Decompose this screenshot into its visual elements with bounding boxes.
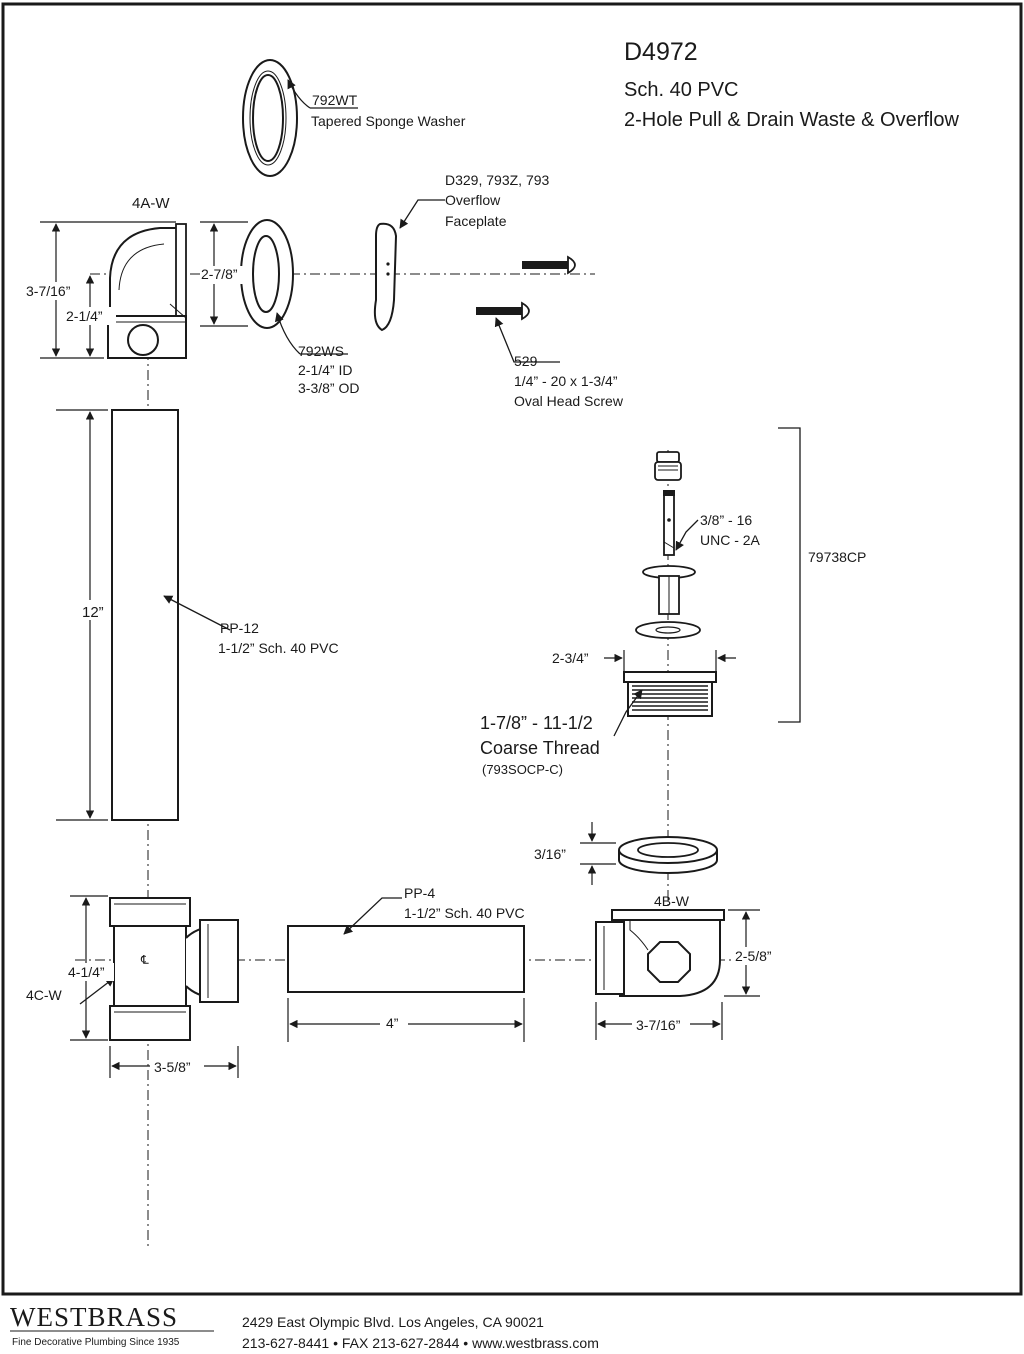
dim-elbow-height: 3-7/16” bbox=[26, 283, 71, 299]
stem-thread: 3/8” - 16 bbox=[700, 512, 752, 528]
part-792wt-name: Tapered Sponge Washer bbox=[311, 113, 466, 129]
faceplate-code: D329, 793Z, 793 bbox=[445, 172, 550, 188]
kit-code: 79738CP bbox=[808, 549, 866, 565]
centerline-symbol: ℄ bbox=[140, 953, 149, 967]
overflow-washer bbox=[240, 219, 348, 355]
waste-shoe bbox=[595, 909, 725, 997]
pipe-pp4 bbox=[287, 897, 525, 993]
pp12-spec: 1-1/2” Sch. 40 PVC bbox=[218, 640, 339, 656]
part-4bw-code: 4B-W bbox=[654, 893, 690, 909]
kit-bracket bbox=[778, 427, 801, 723]
dim-gasket-label: 3/16” bbox=[534, 846, 566, 862]
dim-washer-od: 2-7/8” bbox=[201, 266, 238, 282]
material-title: Sch. 40 PVC bbox=[624, 79, 739, 101]
dim-pipe-12-label: 12” bbox=[82, 604, 104, 621]
faceplate-line1: Overflow bbox=[445, 192, 501, 208]
part-792ws-od: 3-3/8” OD bbox=[298, 380, 359, 396]
stem-class: UNC - 2A bbox=[700, 532, 761, 548]
dim-flange-label: 2-3/4” bbox=[552, 650, 589, 666]
footer: WESTBRASS Fine Decorative Plumbing Since… bbox=[10, 1302, 599, 1351]
sheet-border bbox=[1, 2, 1023, 1296]
part-4cw-code: 4C-W bbox=[26, 987, 63, 1003]
center-lines bbox=[75, 250, 780, 1250]
faceplate-line2: Faceplate bbox=[445, 213, 507, 229]
title-block: D4972 Sch. 40 PVC 2-Hole Pull & Drain Wa… bbox=[624, 38, 959, 131]
dim-flange bbox=[604, 650, 736, 672]
screw-name: Oval Head Screw bbox=[514, 393, 624, 409]
company-address: 2429 East Olympic Blvd. Los Angeles, CA … bbox=[242, 1314, 544, 1330]
screw-size: 1/4” - 20 x 1-3/4” bbox=[514, 373, 618, 389]
body-thread: 1-7/8” - 11-1/2 bbox=[480, 713, 593, 733]
oval-head-screws bbox=[476, 255, 576, 363]
drain-body bbox=[613, 671, 717, 737]
overflow-faceplate bbox=[373, 199, 445, 332]
pp12-code: PP-12 bbox=[220, 620, 259, 636]
dim-shoe-width: 3-7/16” bbox=[636, 1017, 681, 1033]
dim-pipe-4-label: 4” bbox=[386, 1015, 399, 1031]
brand-tagline: Fine Decorative Plumbing Since 1935 bbox=[12, 1337, 180, 1348]
part-4aw-code: 4A-W bbox=[132, 195, 170, 212]
brand-name: WESTBRASS bbox=[10, 1302, 178, 1332]
part-792ws-code: 792WS bbox=[298, 343, 344, 359]
pp4-code: PP-4 bbox=[404, 885, 435, 901]
dim-gasket bbox=[580, 822, 616, 885]
description-title: 2-Hole Pull & Drain Waste & Overflow bbox=[624, 109, 959, 131]
body-thread-type: Coarse Thread bbox=[480, 738, 600, 758]
dim-tee-height: 4-1/4” bbox=[68, 964, 105, 980]
part-792wt-code: 792WT bbox=[312, 92, 358, 108]
dim-shoe-height: 2-5/8” bbox=[735, 948, 772, 964]
screw-code: 529 bbox=[514, 353, 538, 369]
overflow-elbow bbox=[107, 223, 187, 359]
dim-tee-width: 3-5/8” bbox=[154, 1059, 191, 1075]
company-contact: 213-627-8441 • FAX 213-627-2844 • www.we… bbox=[242, 1335, 599, 1351]
pp4-spec: 1-1/2” Sch. 40 PVC bbox=[404, 905, 525, 921]
dim-elbow-center: 2-1/4” bbox=[66, 308, 103, 324]
model-number: D4972 bbox=[624, 38, 698, 66]
drain-gasket bbox=[618, 836, 718, 874]
body-code: (793SOCP-C) bbox=[482, 762, 563, 777]
tapered-sponge-washer bbox=[242, 59, 358, 177]
part-792ws-id: 2-1/4” ID bbox=[298, 362, 352, 378]
drain-stopper-assembly bbox=[635, 451, 701, 639]
pipe-pp12 bbox=[111, 409, 231, 821]
